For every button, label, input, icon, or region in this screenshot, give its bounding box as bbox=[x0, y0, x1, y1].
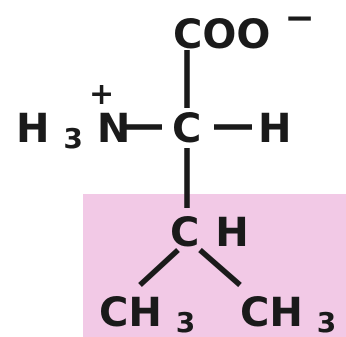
amino-h-count: 3 bbox=[63, 122, 82, 155]
methyl-left: CH 3 bbox=[99, 290, 195, 337]
alpha-carbon: C bbox=[172, 106, 201, 152]
amino-n: N bbox=[97, 106, 130, 152]
side-chain-h: H bbox=[215, 210, 248, 256]
methyl-left-ch: CH bbox=[99, 290, 162, 336]
methyl-right: CH 3 bbox=[240, 290, 336, 337]
carboxylate-label: COO − bbox=[173, 0, 314, 58]
side-chain-ch: C H bbox=[170, 210, 249, 256]
carboxylate-group: COO bbox=[173, 12, 270, 58]
amino-charge: + bbox=[89, 77, 114, 112]
carboxylate-charge: − bbox=[284, 0, 314, 39]
bond-side-chain-methyl-left bbox=[138, 247, 180, 288]
amino-h: H bbox=[16, 106, 49, 152]
amino-label: H 3 N bbox=[16, 106, 130, 158]
methyl-left-sub: 3 bbox=[176, 306, 195, 337]
bond-side-chain-methyl-right bbox=[198, 247, 242, 288]
alpha-hydrogen: H bbox=[258, 106, 291, 152]
methyl-right-sub: 3 bbox=[317, 306, 336, 337]
methyl-right-ch: CH bbox=[240, 290, 303, 336]
side-chain-c: C bbox=[170, 210, 199, 256]
